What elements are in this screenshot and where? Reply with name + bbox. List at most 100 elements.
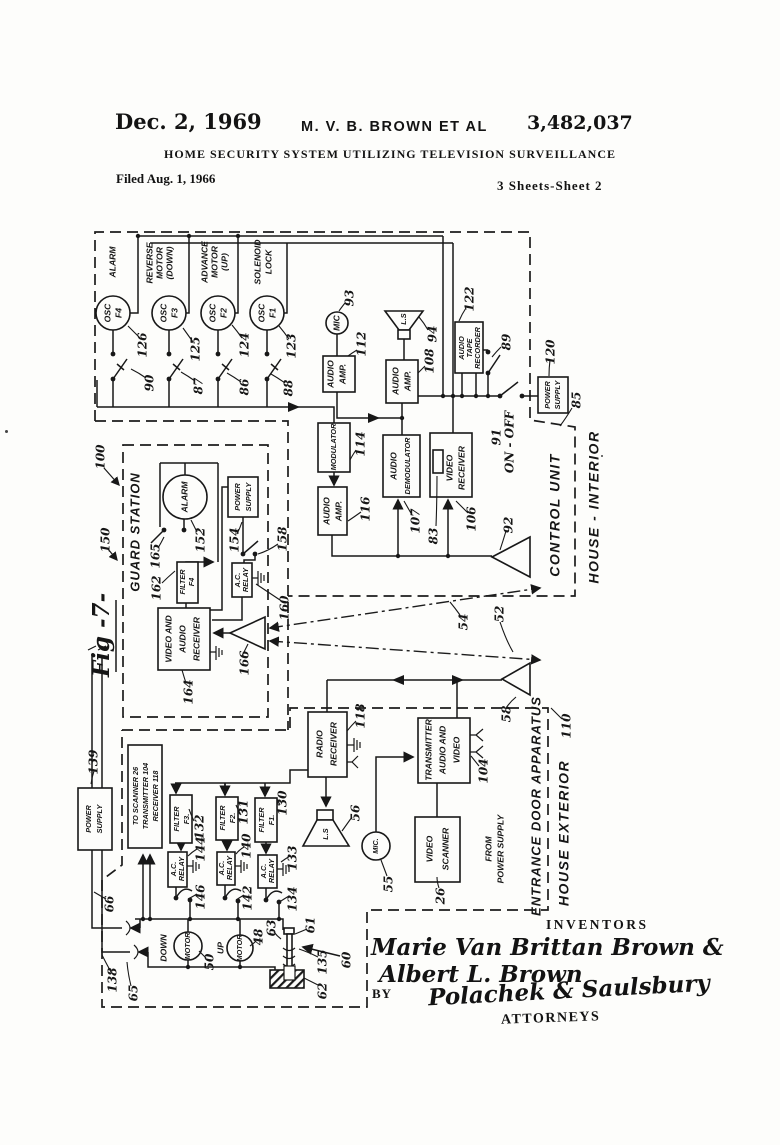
power-supply-154-label-1: POWER [233,482,242,510]
video-receiver-screen-83 [432,449,444,474]
filter-f3-box [169,794,193,844]
osc-f3-label-2: F3 [169,308,179,318]
ref-108: 108 [423,348,437,374]
ref-116: 116 [359,496,373,522]
house-exterior-label: HOUSE EXTERIOR [556,760,572,906]
ref-114: 114 [354,431,368,456]
to-scanner-label-3: RECEIVER 118 [151,770,160,822]
ref-160: 160 [278,595,292,621]
ref-142: 142 [241,885,255,910]
audio-amp-112-label-1: AUDIO [325,360,335,389]
ac-relay-144-label-1: A.C. [169,862,178,878]
power-supply-120-label-2: SUPPLY [553,380,562,410]
ref-158: 158 [276,526,290,552]
ref-104: 104 [477,758,491,783]
motor-down-label: DOWN [158,934,168,962]
switch-134 [263,890,283,905]
video-audio-receiver-label-1: VIDEO AND [163,615,173,662]
ref-133: 133 [286,845,300,870]
ac-relay-160-box [231,562,253,598]
ref-135: 135 [316,949,330,974]
radio-receiver-label-1: RADIO [314,730,324,758]
mic-55-label: MIC. [371,838,380,853]
ref-65: 65 [127,985,141,1002]
filter-f1-label-2: F1. [267,815,276,826]
ref-91: 91 [490,429,504,446]
radio-receiver-box [307,711,348,778]
ref-146: 146 [194,884,208,910]
ref-110: 110 [560,713,574,739]
mic-55-circle [361,831,391,861]
demodulator-label-1: AUDIO [388,452,398,481]
switch-165 [150,527,187,544]
ref-122: 122 [463,286,477,311]
video-audio-receiver-label-2: AUDIO [177,625,187,654]
audio-amp-108-label-2: AMP. [402,371,412,392]
ref-138: 138 [106,967,120,993]
ref-154: 154 [228,527,242,552]
door-lock-assembly [269,927,305,989]
filter-f4-box [176,561,199,604]
motor-up-circle [226,934,254,962]
from-power-supply-label-2: POWER SUPPLY [495,813,505,883]
ground-160 [252,571,265,585]
ref-120: 120 [544,339,558,365]
cable-jack-138 [133,944,149,960]
audio-amp-116-box [317,486,348,536]
ref-150: 150 [99,527,113,553]
ref-86: 86 [238,378,252,395]
ac-relay-133-box [257,854,278,889]
filter-f2-box [215,796,239,841]
ground-144 [187,860,200,873]
power-supply-154-box [227,476,259,518]
power-supply-120-label-1: POWER [543,380,552,408]
audio-amp-116-label-1: AUDIO [321,497,331,526]
by-caption: BY [372,986,393,1001]
ref-56: 56 [349,804,363,821]
filter-f2-label-2: F2. [228,813,237,824]
video-audio-receiver-label-3: RECEIVER [191,616,201,661]
video-scanner-box [414,816,461,883]
osc-f4-label-1: OSC [102,303,112,322]
entrance-apparatus-label: ENTRANCE DOOR APPARATUS [528,696,543,916]
ref-62: 62 [316,983,330,1000]
ac-relay-160-label-1: A.C. [233,573,242,589]
ref-89: 89 [500,333,514,350]
ref-118: 118 [354,703,368,729]
scan-speck [601,455,603,457]
audio-tape-recorder-box [454,321,484,374]
junction-dots [135,233,491,970]
ref-90: 90 [143,374,157,391]
filter-f3-label-1: FILTER [172,806,181,832]
inventors-caption: INVENTORS [546,917,649,932]
osc-f3-circle [151,295,187,331]
advance-motor-label-2: MOTOR [209,245,219,278]
ref-166: 166 [238,650,252,676]
radio-links [268,584,542,665]
switch-90 [110,351,128,382]
ref-125: 125 [189,336,203,361]
ac-relay-140-box [216,851,236,886]
filter-f2-label-1: FILTER [218,805,227,831]
ref-124: 124 [238,332,252,357]
components [77,295,569,989]
figure-label: Fig -7- [88,593,115,678]
loudspeaker-56 [301,809,351,847]
ground-164 [210,646,223,660]
osc-f1-label-1: OSC [256,303,266,322]
switch-158 [240,540,259,557]
transmitter-label-3: VIDEO [451,736,461,763]
header-sheet-number: 3 Sheets-Sheet 2 [497,178,603,193]
ref-123: 123 [285,333,299,358]
motor-up-text: MOTOR [235,934,244,962]
scan-speck [5,430,8,433]
osc-f3-label-1: OSC [158,303,168,322]
reverse-motor-label-3: (DOWN) [164,246,174,279]
ref-164: 164 [182,679,196,704]
ref-132: 132 [193,814,207,839]
loudspeaker-94 [383,310,425,340]
header-date: Dec. 2, 1969 [115,109,262,134]
modulator-label: MODULATOR [329,423,338,470]
solenoid-lock-label-1: SOLENOID [252,240,262,285]
ref-66: 66 [103,895,117,912]
